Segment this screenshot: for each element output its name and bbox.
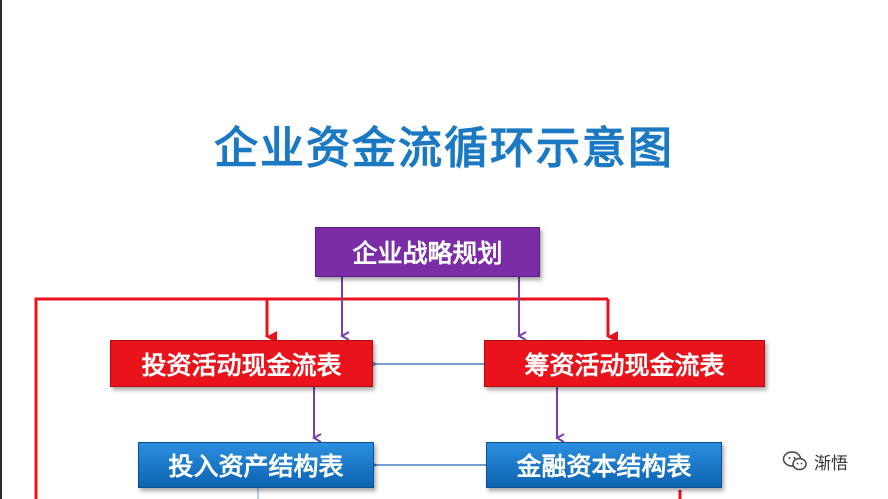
capital-structure-label: 金融资本结构表 (516, 452, 692, 481)
financing-cashflow-node: 筹资活动现金流表 (484, 340, 765, 387)
financing-cashflow-label: 筹资活动现金流表 (524, 350, 725, 380)
capital-structure-node: 金融资本结构表 (486, 442, 722, 488)
diagram-title: 企业资金流循环示意图 (214, 123, 674, 174)
wechat-icon (782, 451, 807, 471)
strategy-label: 企业战略规划 (352, 239, 503, 268)
watermark: 渐悟 (782, 448, 848, 474)
watermark-label: 渐悟 (814, 453, 848, 474)
asset-structure-node: 投入资产结构表 (138, 442, 374, 488)
investing-cashflow-label: 投资活动现金流表 (141, 350, 342, 380)
asset-structure-label: 投入资产结构表 (168, 452, 344, 481)
strategy-node: 企业战略规划 (315, 227, 540, 277)
investing-cashflow-node: 投资活动现金流表 (110, 340, 373, 387)
left-frame-line (0, 0, 2, 499)
red-loop-line (34, 297, 608, 499)
